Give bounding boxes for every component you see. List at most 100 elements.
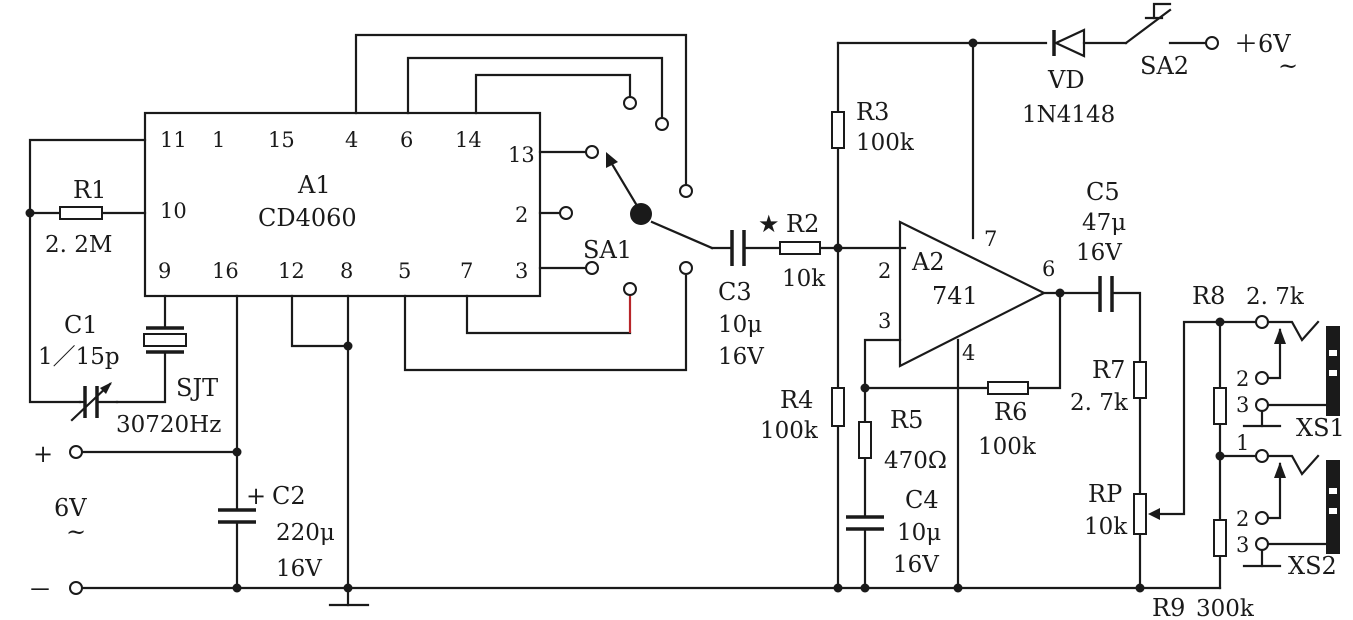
junction-dot — [968, 38, 978, 48]
junction-dot — [1215, 317, 1225, 327]
resistor-r8 — [1213, 387, 1227, 425]
r2-mark: ★ — [758, 210, 780, 238]
c4-label: C4 — [905, 486, 939, 514]
resistor-r6 — [987, 381, 1029, 395]
r4-label: R4 — [780, 386, 813, 414]
pin-label: 7 — [984, 227, 997, 251]
c2-label: C2 — [272, 482, 306, 510]
sa1-contact[interactable] — [679, 184, 693, 198]
r9-value: 300k — [1196, 596, 1255, 620]
pin-label: 2 — [878, 259, 891, 283]
pin-label: 10 — [160, 199, 187, 223]
resistor-r5 — [858, 421, 872, 459]
ic-a1-type: CD4060 — [258, 204, 357, 232]
c1-label: C1 — [64, 311, 98, 339]
trimmer-capacitor-c1 — [70, 382, 119, 422]
capacitor-c2 — [218, 508, 256, 524]
sa1-contact[interactable] — [655, 117, 669, 131]
ic-a1-body — [143, 111, 542, 298]
sa1-contact[interactable] — [585, 145, 599, 159]
c2-plus: + — [246, 482, 266, 510]
output-divider-wiring — [1218, 320, 1258, 590]
sa1-wiper — [610, 162, 638, 206]
c3-label: C3 — [718, 278, 752, 306]
r5-value: 470Ω — [884, 448, 947, 474]
r3-label: R3 — [856, 98, 889, 126]
resistor-r1 — [59, 206, 103, 220]
sa1-contact[interactable] — [679, 261, 693, 275]
xs2-pin2: 2 — [1236, 507, 1249, 531]
pin-label: 5 — [398, 259, 411, 283]
rp-value: 10k — [1084, 514, 1128, 540]
sa1-contact[interactable] — [623, 96, 637, 110]
resistor-r7 — [1133, 361, 1147, 399]
terminal-minus[interactable] — [69, 581, 83, 595]
pin-label: 2 — [515, 203, 528, 227]
r2-label: R2 — [786, 210, 819, 238]
pin-label: 9 — [158, 259, 171, 283]
r3-value: 100k — [856, 130, 915, 156]
rp-label: RP — [1088, 480, 1122, 508]
terminal-6v-out[interactable] — [1205, 36, 1219, 50]
supply-plus-label: + — [33, 440, 53, 468]
c5-voltage: 16V — [1076, 240, 1122, 266]
jack-xs2[interactable] — [1242, 449, 1340, 568]
pin-label: 14 — [455, 128, 482, 152]
crystal-sjt — [143, 326, 187, 354]
pin-label: 3 — [515, 259, 528, 283]
bias-wiring — [836, 41, 1048, 590]
pin-label: 12 — [278, 259, 305, 283]
resistor-r4 — [831, 387, 845, 427]
pin-label: 7 — [460, 259, 473, 283]
oscillator-wiring — [28, 138, 167, 404]
r7-label: R7 — [1092, 356, 1125, 384]
sa1-contact[interactable] — [585, 261, 599, 275]
ic-a1-label: A1 — [297, 171, 331, 199]
r4-value: 100k — [760, 418, 819, 444]
r8-label: R8 — [1192, 282, 1225, 310]
r8-value: 2. 7k — [1246, 284, 1305, 310]
out-ac-symbol: ~ — [1278, 52, 1298, 80]
junction-dot — [343, 341, 353, 351]
diode-vd — [1052, 28, 1128, 58]
sa1-wiring — [354, 33, 688, 372]
pin-label: 6 — [1042, 257, 1055, 281]
sa1-rotor[interactable] — [630, 203, 652, 225]
c4-value: 10μ — [897, 520, 941, 546]
jack-xs1[interactable] — [1242, 315, 1340, 428]
opamp-a2-label: A2 — [911, 248, 945, 276]
junction-dot — [860, 383, 870, 393]
r6-label: R6 — [994, 398, 1027, 426]
capacitor-c5 — [1098, 276, 1142, 362]
pin-label: 3 — [878, 309, 891, 333]
resistor-r2 — [779, 241, 821, 255]
sa1-contacts[interactable] — [559, 96, 693, 296]
pin-label: 6 — [400, 128, 413, 152]
c3-value: 10μ — [718, 312, 762, 338]
junction-dot — [25, 208, 35, 218]
pin-label: 4 — [345, 128, 358, 152]
sa1-contact[interactable] — [623, 282, 637, 296]
supply-wiring — [80, 294, 1222, 607]
r5-label: R5 — [890, 406, 923, 434]
r7-value: 2. 7k — [1070, 390, 1129, 416]
xs1-label: XS1 — [1296, 414, 1345, 442]
resistor-r9 — [1213, 519, 1227, 557]
sa1-contact[interactable] — [559, 206, 573, 220]
junction-dot — [1055, 288, 1065, 298]
junction-dot — [343, 583, 353, 593]
r1-label: R1 — [73, 176, 106, 204]
switch-sa2[interactable] — [1124, 2, 1208, 45]
vd-type: 1N4148 — [1022, 102, 1115, 128]
c2-voltage: 16V — [276, 556, 322, 582]
supply-ac-symbol: ~ — [66, 518, 86, 546]
capacitor-c4 — [846, 515, 884, 531]
terminal-plus[interactable] — [69, 445, 83, 459]
supply-voltage-label: 6V — [54, 494, 87, 522]
ic-a1-pin-numbers: 11 1 15 4 6 14 13 10 2 9 16 12 8 5 7 3 — [158, 128, 535, 283]
xs2-pin3: 3 — [1236, 533, 1249, 557]
c3-voltage: 16V — [718, 344, 764, 370]
resistor-r3 — [831, 111, 845, 149]
xs1-pin2: 2 — [1236, 367, 1249, 391]
opamp-a2-type: 741 — [932, 282, 978, 310]
